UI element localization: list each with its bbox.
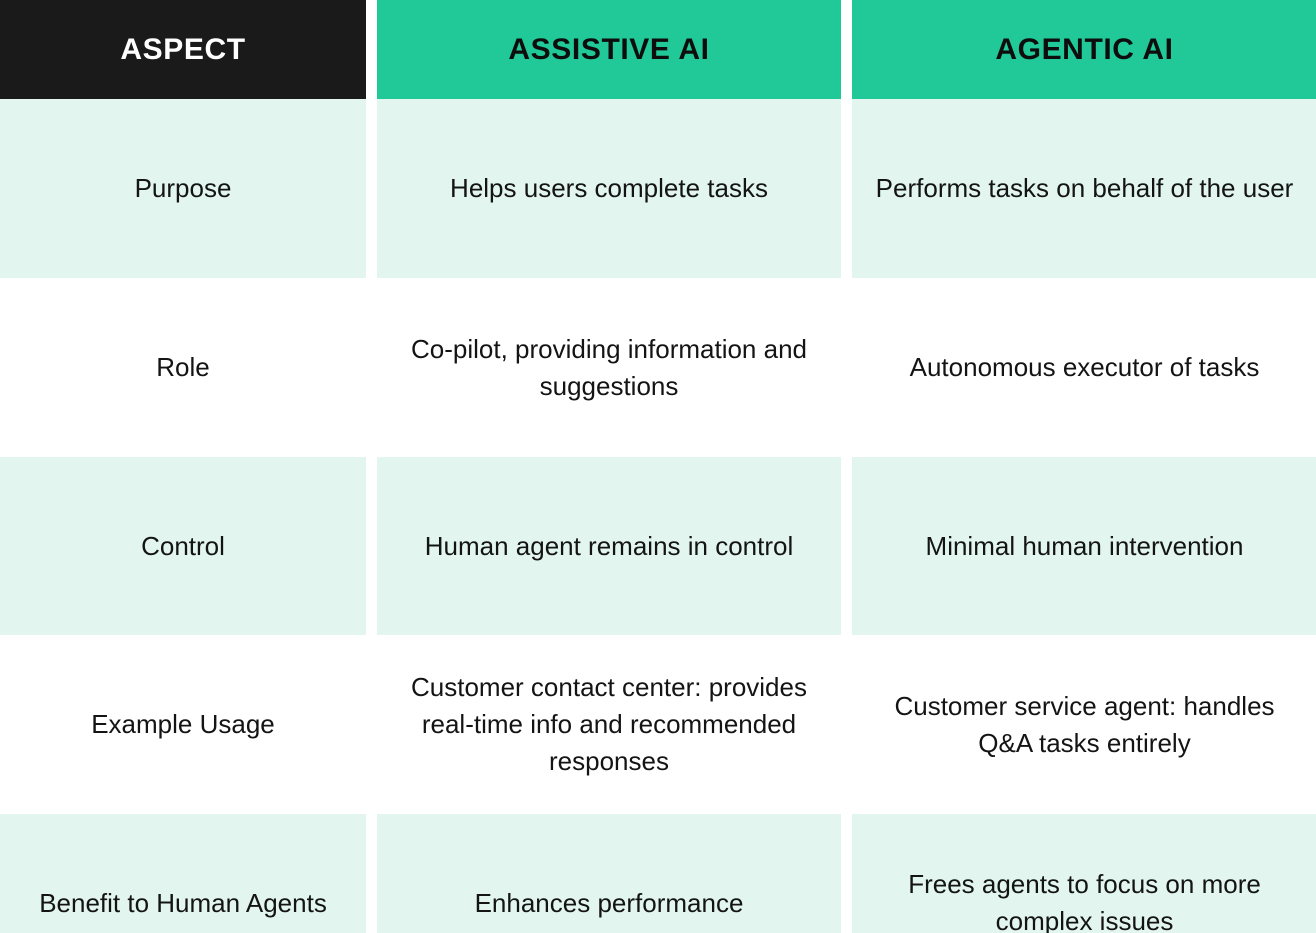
cell-aspect-purpose: Purpose: [0, 99, 366, 278]
column-header-agentic-ai: AGENTIC AI: [852, 0, 1316, 99]
table-row: Example Usage Customer contact center: p…: [0, 635, 1316, 814]
cell-agentic-benefit: Frees agents to focus on more complex is…: [852, 814, 1316, 933]
table-row: Control Human agent remains in control M…: [0, 457, 1316, 635]
row-gap-2: [841, 278, 852, 457]
cell-aspect-example-usage: Example Usage: [0, 635, 366, 814]
row-gap-1: [366, 457, 377, 635]
cell-assistive-benefit: Enhances performance: [377, 814, 841, 933]
row-gap-1: [366, 99, 377, 278]
row-gap-1: [366, 814, 377, 933]
cell-agentic-purpose: Performs tasks on behalf of the user: [852, 99, 1316, 278]
row-gap-2: [841, 457, 852, 635]
cell-assistive-example-usage: Customer contact center: provides real-t…: [377, 635, 841, 814]
row-gap-2: [841, 99, 852, 278]
cell-assistive-control: Human agent remains in control: [377, 457, 841, 635]
column-header-aspect: ASPECT: [0, 0, 366, 99]
cell-agentic-example-usage: Customer service agent: handles Q&A task…: [852, 635, 1316, 814]
row-gap-2: [841, 635, 852, 814]
column-header-assistive-ai: ASSISTIVE AI: [377, 0, 841, 99]
row-gap-1: [366, 635, 377, 814]
header-gap-2: [841, 0, 852, 99]
row-gap-2: [841, 814, 852, 933]
row-gap-1: [366, 278, 377, 457]
table-row: Benefit to Human Agents Enhances perform…: [0, 814, 1316, 933]
cell-aspect-role: Role: [0, 278, 366, 457]
cell-agentic-control: Minimal human intervention: [852, 457, 1316, 635]
cell-aspect-benefit-to-human-agents: Benefit to Human Agents: [0, 814, 366, 933]
cell-assistive-role: Co-pilot, providing information and sugg…: [377, 278, 841, 457]
header-row: ASPECT ASSISTIVE AI AGENTIC AI: [0, 0, 1316, 99]
cell-aspect-control: Control: [0, 457, 366, 635]
cell-assistive-purpose: Helps users complete tasks: [377, 99, 841, 278]
table-header: ASPECT ASSISTIVE AI AGENTIC AI: [0, 0, 1316, 99]
table-row: Role Co-pilot, providing information and…: [0, 278, 1316, 457]
cell-agentic-role: Autonomous executor of tasks: [852, 278, 1316, 457]
table-body: Purpose Helps users complete tasks Perfo…: [0, 99, 1316, 933]
table-row: Purpose Helps users complete tasks Perfo…: [0, 99, 1316, 278]
header-gap-1: [366, 0, 377, 99]
